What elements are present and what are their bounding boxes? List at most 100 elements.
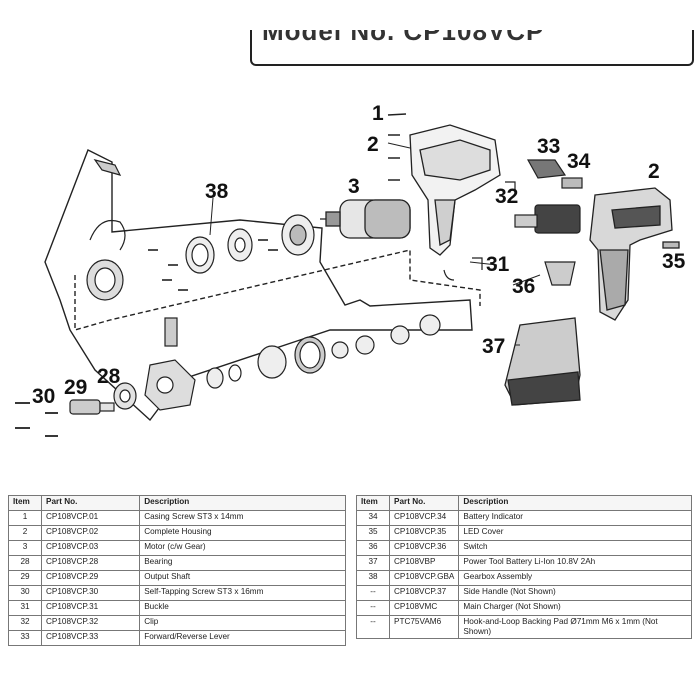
cell-description: Power Tool Battery Li-Ion 10.8V 2Ah (458, 555, 692, 571)
cell-description: Gearbox Assembly (458, 570, 692, 586)
cell-item: -- (356, 600, 390, 616)
cell-part-no: CP108VMC (388, 600, 460, 616)
cell-item: 29 (8, 570, 42, 586)
header-description: Description (458, 495, 692, 511)
cell-part-no: CP108VCP.28 (40, 555, 141, 571)
cell-item: 28 (8, 555, 42, 571)
callout-3: 3 (348, 175, 360, 198)
callout-33: 33 (537, 135, 561, 158)
model-title-box: Model No. CP108VCP (250, 30, 694, 66)
cell-item: 34 (356, 510, 390, 526)
cell-description: Switch (458, 540, 692, 556)
cell-item: 32 (8, 615, 42, 631)
cell-description: Forward/Reverse Lever (139, 630, 346, 646)
callout-30: 30 (32, 385, 56, 408)
model-title: Model No. CP108VCP (262, 30, 545, 46)
small-parts (443, 159, 583, 286)
cell-item: -- (356, 615, 390, 639)
callout-1: 1 (372, 102, 384, 125)
callout-38: 38 (205, 180, 229, 203)
exploded-diagram (15, 113, 680, 437)
housing-left (409, 124, 501, 256)
cell-part-no: CP108VCP.35 (388, 525, 460, 541)
battery (504, 317, 581, 406)
cell-description: Hook-and-Loop Backing Pad Ø71mm M6 x 1mm… (458, 615, 692, 639)
dashed-outline (74, 249, 481, 331)
cell-item: 36 (356, 540, 390, 556)
cell-part-no: CP108VCP.31 (40, 600, 141, 616)
cell-part-no: CP108VCP.32 (40, 615, 141, 631)
callout-28: 28 (97, 365, 121, 388)
cell-item: 38 (356, 570, 390, 586)
lower-gear-parts (144, 314, 441, 411)
cell-description: Bearing (139, 555, 346, 571)
cell-item: 31 (8, 600, 42, 616)
gearbox-outline (44, 149, 473, 422)
cell-part-no: CP108VCP.37 (388, 585, 460, 601)
table-header-row: Item Part No. Description (8, 495, 346, 511)
assembled-drill (589, 187, 680, 321)
header-item: Item (8, 495, 42, 511)
callout-29: 29 (64, 376, 88, 399)
cell-item: 3 (8, 540, 42, 556)
casing-screws (387, 113, 407, 181)
cell-description: LED Cover (458, 525, 692, 541)
cell-description: Motor (c/w Gear) (139, 540, 346, 556)
cell-item: 30 (8, 585, 42, 601)
callout-36: 36 (512, 275, 536, 298)
cell-description: Complete Housing (139, 525, 346, 541)
cell-part-no: CP108VCP.02 (40, 525, 141, 541)
cell-description: Battery Indicator (458, 510, 692, 526)
cell-description: Main Charger (Not Shown) (458, 600, 692, 616)
leader-lines (209, 142, 541, 346)
gearbox-parts (86, 159, 315, 301)
cell-description: Clip (139, 615, 346, 631)
cell-part-no: PTC75VAM6 (388, 615, 460, 639)
cell-item: -- (356, 585, 390, 601)
motor (320, 199, 411, 239)
callout-31: 31 (486, 253, 510, 276)
header-item: Item (356, 495, 390, 511)
callout-34: 34 (567, 150, 591, 173)
cell-item: 37 (356, 555, 390, 571)
small-screws (148, 239, 278, 291)
header-part-no: Part No. (388, 495, 460, 511)
cell-part-no: CP108VCP.36 (388, 540, 460, 556)
cell-part-no: CP108VCP.34 (388, 510, 460, 526)
cell-item: 2 (8, 525, 42, 541)
cell-description: Output Shaft (139, 570, 346, 586)
header-description: Description (139, 495, 346, 511)
header-part-no: Part No. (40, 495, 141, 511)
callout-35: 35 (662, 250, 686, 273)
callout-2b: 2 (648, 160, 660, 183)
table-header-row: Item Part No. Description (356, 495, 692, 511)
cell-part-no: CP108VCP.30 (40, 585, 141, 601)
output-parts (15, 382, 137, 437)
cell-description: Buckle (139, 600, 346, 616)
cell-item: 33 (8, 630, 42, 646)
cell-description: Self-Tapping Screw ST3 x 16mm (139, 585, 346, 601)
cell-part-no: CP108VCP.GBA (388, 570, 460, 586)
callout-37: 37 (482, 335, 506, 358)
cell-item: 1 (8, 510, 42, 526)
callout-2: 2 (367, 133, 379, 156)
cell-description: Casing Screw ST3 x 14mm (139, 510, 346, 526)
